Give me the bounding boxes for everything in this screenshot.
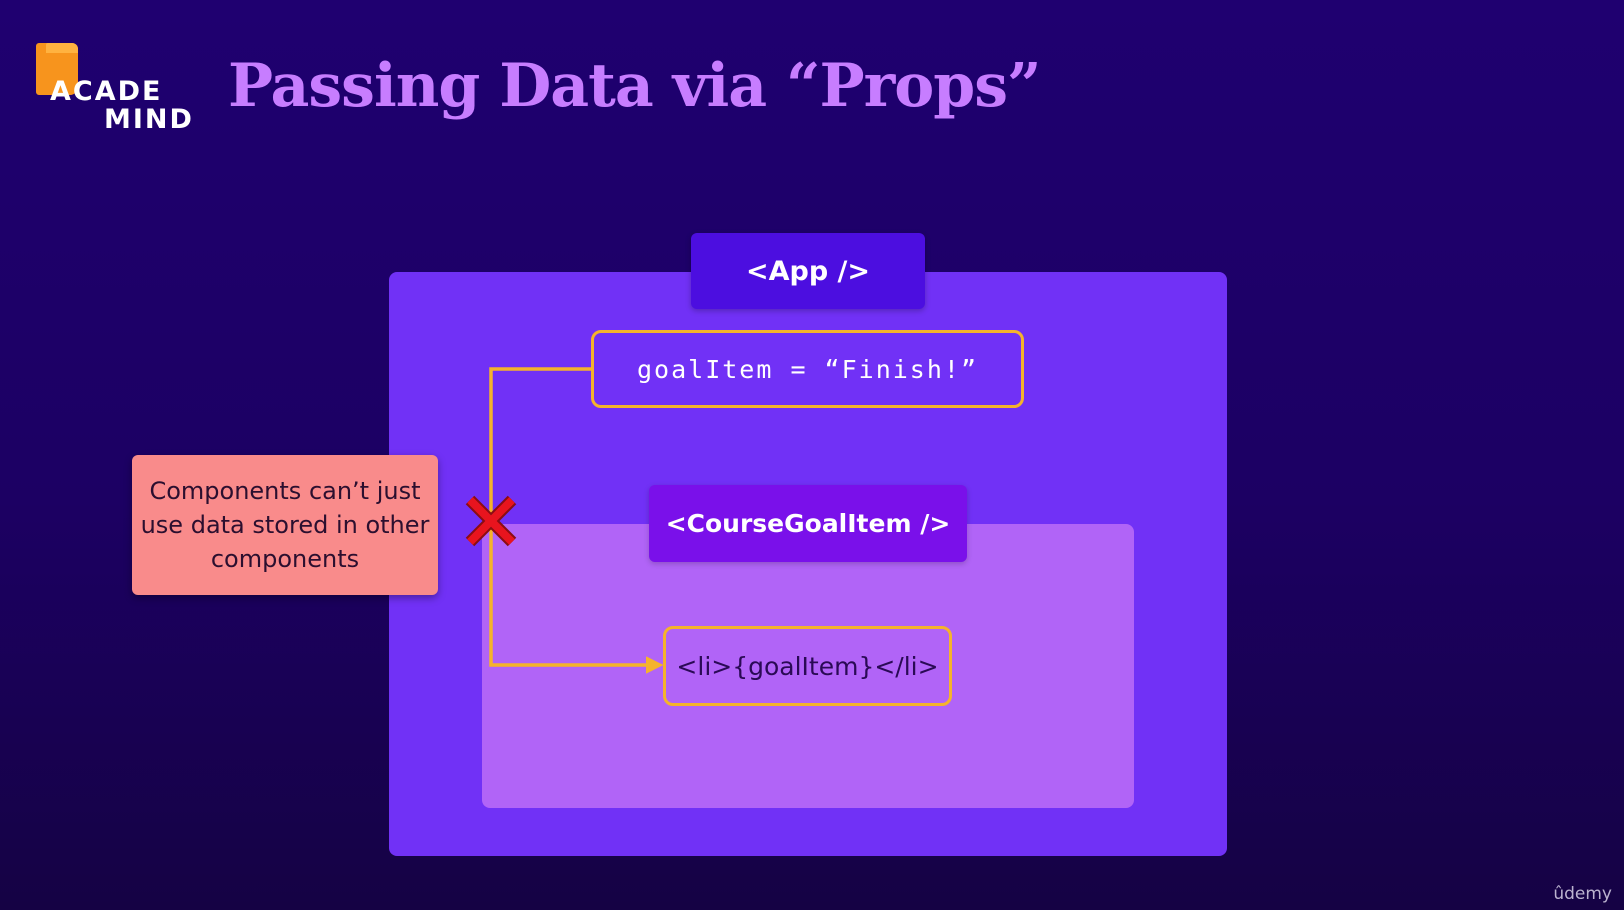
- callout-note-text: Components can’t just use data stored in…: [140, 477, 430, 573]
- app-component-label: <App />: [691, 233, 925, 309]
- udemy-watermark: ûdemy: [1553, 884, 1612, 904]
- logo-word-acade: ACADE: [50, 76, 163, 107]
- goal-item-state-box: goalItem = “Finish!”: [591, 330, 1024, 408]
- logo-word-mind: MIND: [104, 104, 194, 135]
- list-item-output-box: <li>{goalItem}</li>: [663, 626, 952, 706]
- course-goal-item-label: <CourseGoalItem />: [649, 485, 967, 562]
- slide-title: Passing Data via “Props”: [228, 51, 1042, 121]
- callout-note: Components can’t just use data stored in…: [132, 455, 438, 595]
- logo-bookmark-fold: [46, 43, 78, 53]
